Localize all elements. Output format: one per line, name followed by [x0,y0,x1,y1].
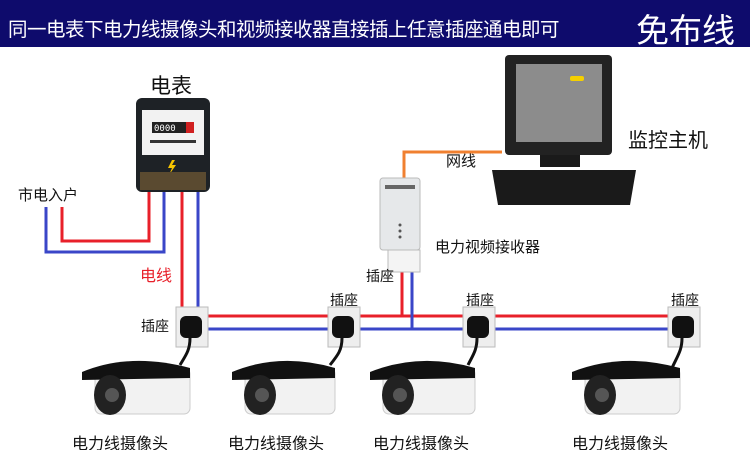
network-cable [402,150,502,180]
camera-3 [370,360,476,415]
network-cable-label: 网线 [446,152,477,170]
camera-4 [572,360,681,415]
socket-3-label: 插座 [466,293,494,309]
monitoring-host [492,55,636,205]
camera-4-label: 电力线摄像头 [572,434,669,450]
power-line-receiver [379,177,421,273]
header-badge: 免布线 [636,11,735,50]
socket-2-label: 插座 [330,293,358,309]
host-label: 监控主机 [628,128,708,152]
electric-meter: 0000 [136,98,210,192]
receiver-socket-label: 插座 [366,269,394,285]
mains-label: 市电入户 [18,186,79,204]
header-title: 同一电表下电力线摄像头和视频接收器直接插上任意插座通电即可 [8,18,560,41]
socket-3 [462,306,496,366]
socket-4 [667,306,701,369]
camera-2 [232,360,336,415]
meter-label: 电表 [150,74,192,98]
socket-2 [327,306,361,366]
socket-1-label: 插座 [141,319,169,335]
lightning-icon [168,160,176,175]
meter-digits: 0000 [154,124,176,134]
camera-3-label: 电力线摄像头 [373,434,470,450]
camera-1 [82,360,191,415]
header-banner: 同一电表下电力线摄像头和视频接收器直接插上任意插座通电即可 免布线 [0,0,750,50]
camera-1-label: 电力线摄像头 [72,434,169,450]
socket-4-label: 插座 [671,293,699,309]
mains-neutral-wire [44,190,166,254]
camera-2-label: 电力线摄像头 [228,434,325,450]
socket-1 [175,306,209,366]
receiver-label: 电力视频接收器 [435,238,541,256]
mains-live-wire [60,190,151,243]
wire-label: 电线 [140,266,173,285]
